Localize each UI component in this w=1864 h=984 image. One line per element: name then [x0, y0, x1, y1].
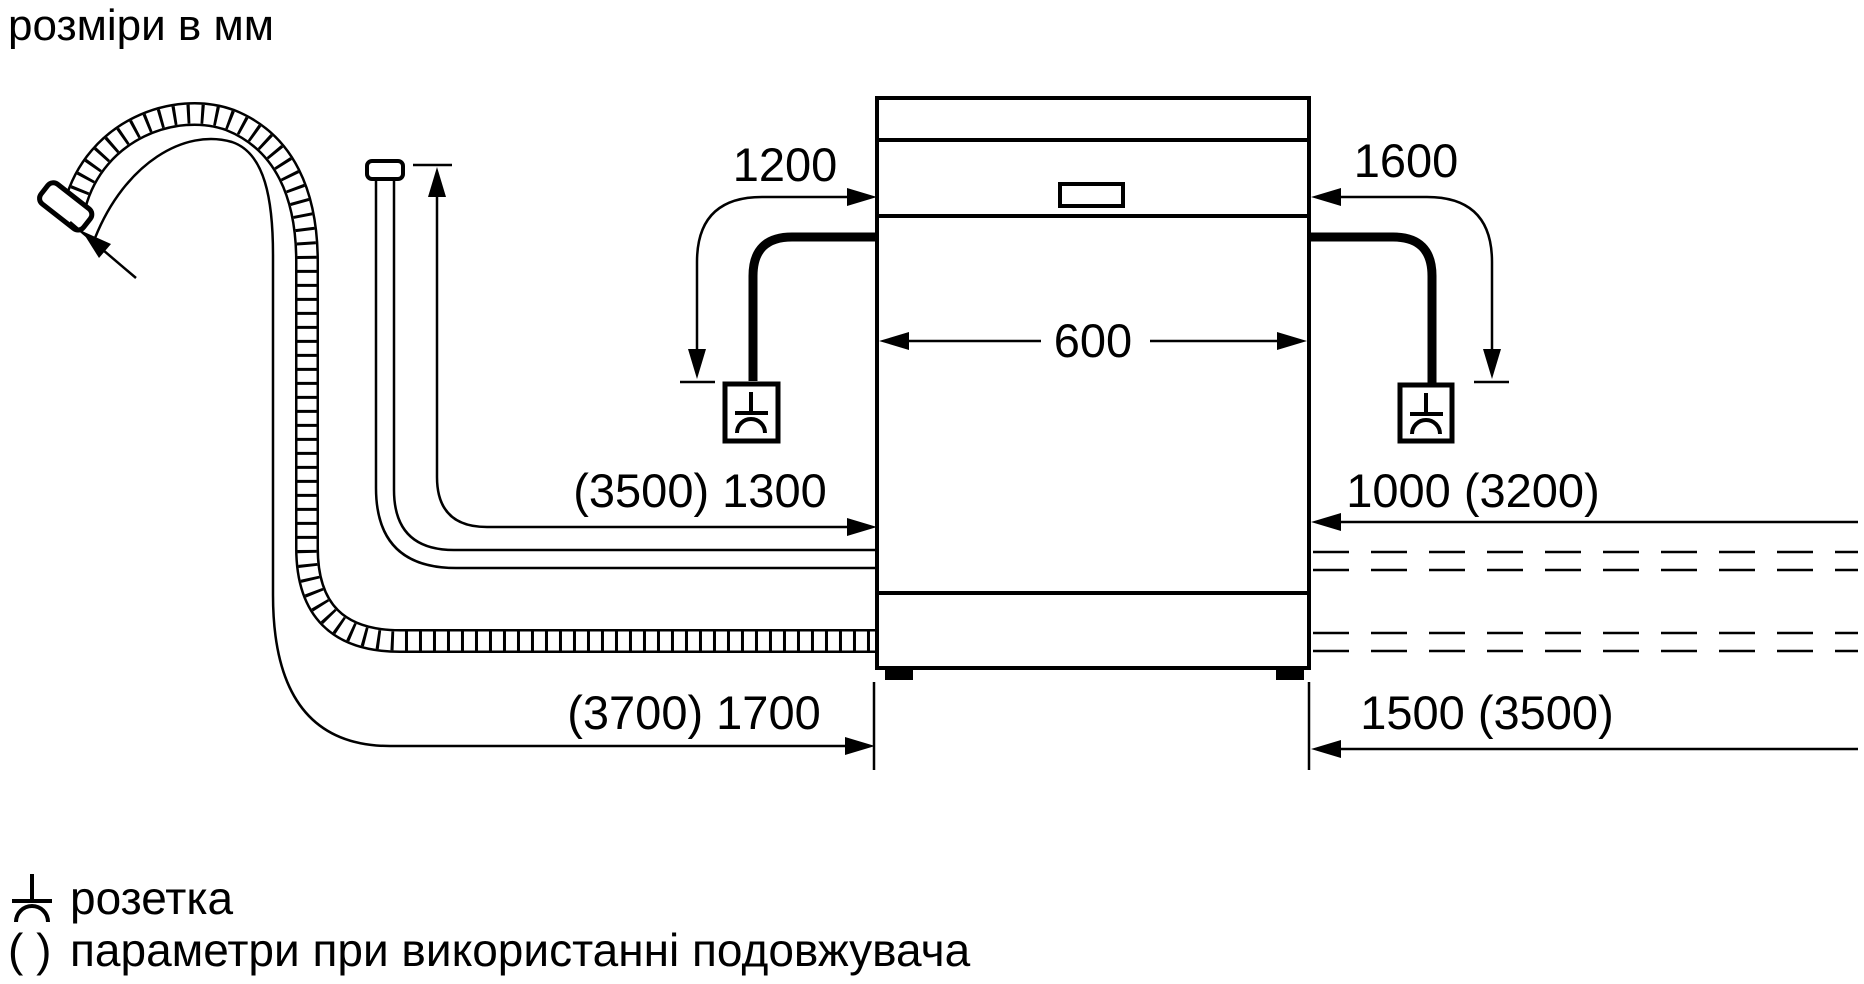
legend: розетка ( ) параметри при використанні п…	[8, 872, 971, 976]
supply-hose-tap-fitting	[365, 159, 405, 181]
foot-right	[1276, 668, 1304, 680]
dim-label-600: 600	[1054, 314, 1132, 367]
power-cable-left	[748, 232, 877, 381]
socket-icon-right	[1397, 382, 1455, 444]
dim-label-3700-1700: (3700) 1700	[567, 686, 820, 739]
dim-label-1600: 1600	[1354, 134, 1459, 187]
supply-hose	[365, 159, 877, 570]
dim-label-3500-1300: (3500) 1300	[573, 464, 826, 517]
dimension-cable-right: 1600	[1311, 134, 1509, 384]
legend-extension-symbol: ( )	[8, 924, 51, 976]
drain-hose-end-fitting	[37, 180, 95, 233]
socket-icon-left	[722, 381, 781, 444]
dimension-drain-left: (3700) 1700	[82, 137, 876, 770]
dim-label-1000-3200: 1000 (3200)	[1346, 464, 1599, 517]
legend-socket-icon	[12, 874, 52, 923]
dishwasher-outline	[875, 96, 1311, 680]
foot-left	[885, 668, 913, 680]
power-cable-right	[1309, 232, 1437, 383]
drain-hose	[37, 101, 877, 653]
dim-label-1500-3500: 1500 (3500)	[1360, 686, 1613, 739]
legend-extension-label: параметри при використанні подовжувача	[70, 924, 971, 976]
dimension-cable-left: 1200	[680, 138, 877, 384]
dimension-drain-right: 1500 (3500)	[1307, 682, 1858, 770]
dimension-width: 600	[879, 314, 1307, 367]
door-handle	[1058, 182, 1125, 208]
dimension-supply-left: (3500) 1300	[413, 163, 877, 536]
legend-socket-label: розетка	[70, 872, 233, 924]
dim-label-1200: 1200	[733, 138, 838, 191]
page-title: розміри в мм	[8, 1, 274, 50]
hose-continuation-dashed-lines	[1313, 550, 1858, 653]
dimension-supply-right: 1000 (3200)	[1311, 464, 1858, 531]
